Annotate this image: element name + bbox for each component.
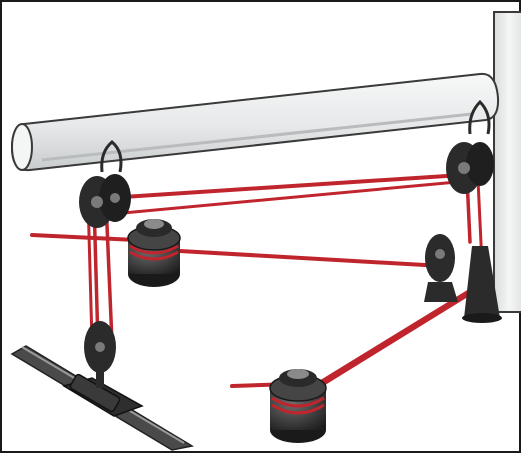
- deck-track: [10, 345, 195, 451]
- winch-lower: [269, 369, 327, 443]
- boom-spar: [10, 72, 500, 172]
- block-upright: [424, 234, 458, 302]
- block-boom-right: [446, 99, 494, 194]
- block-boom-left: [79, 140, 131, 228]
- cleat: [462, 246, 502, 323]
- block-lower: [84, 321, 116, 388]
- mast: [493, 11, 521, 313]
- winch-upper: [127, 219, 181, 287]
